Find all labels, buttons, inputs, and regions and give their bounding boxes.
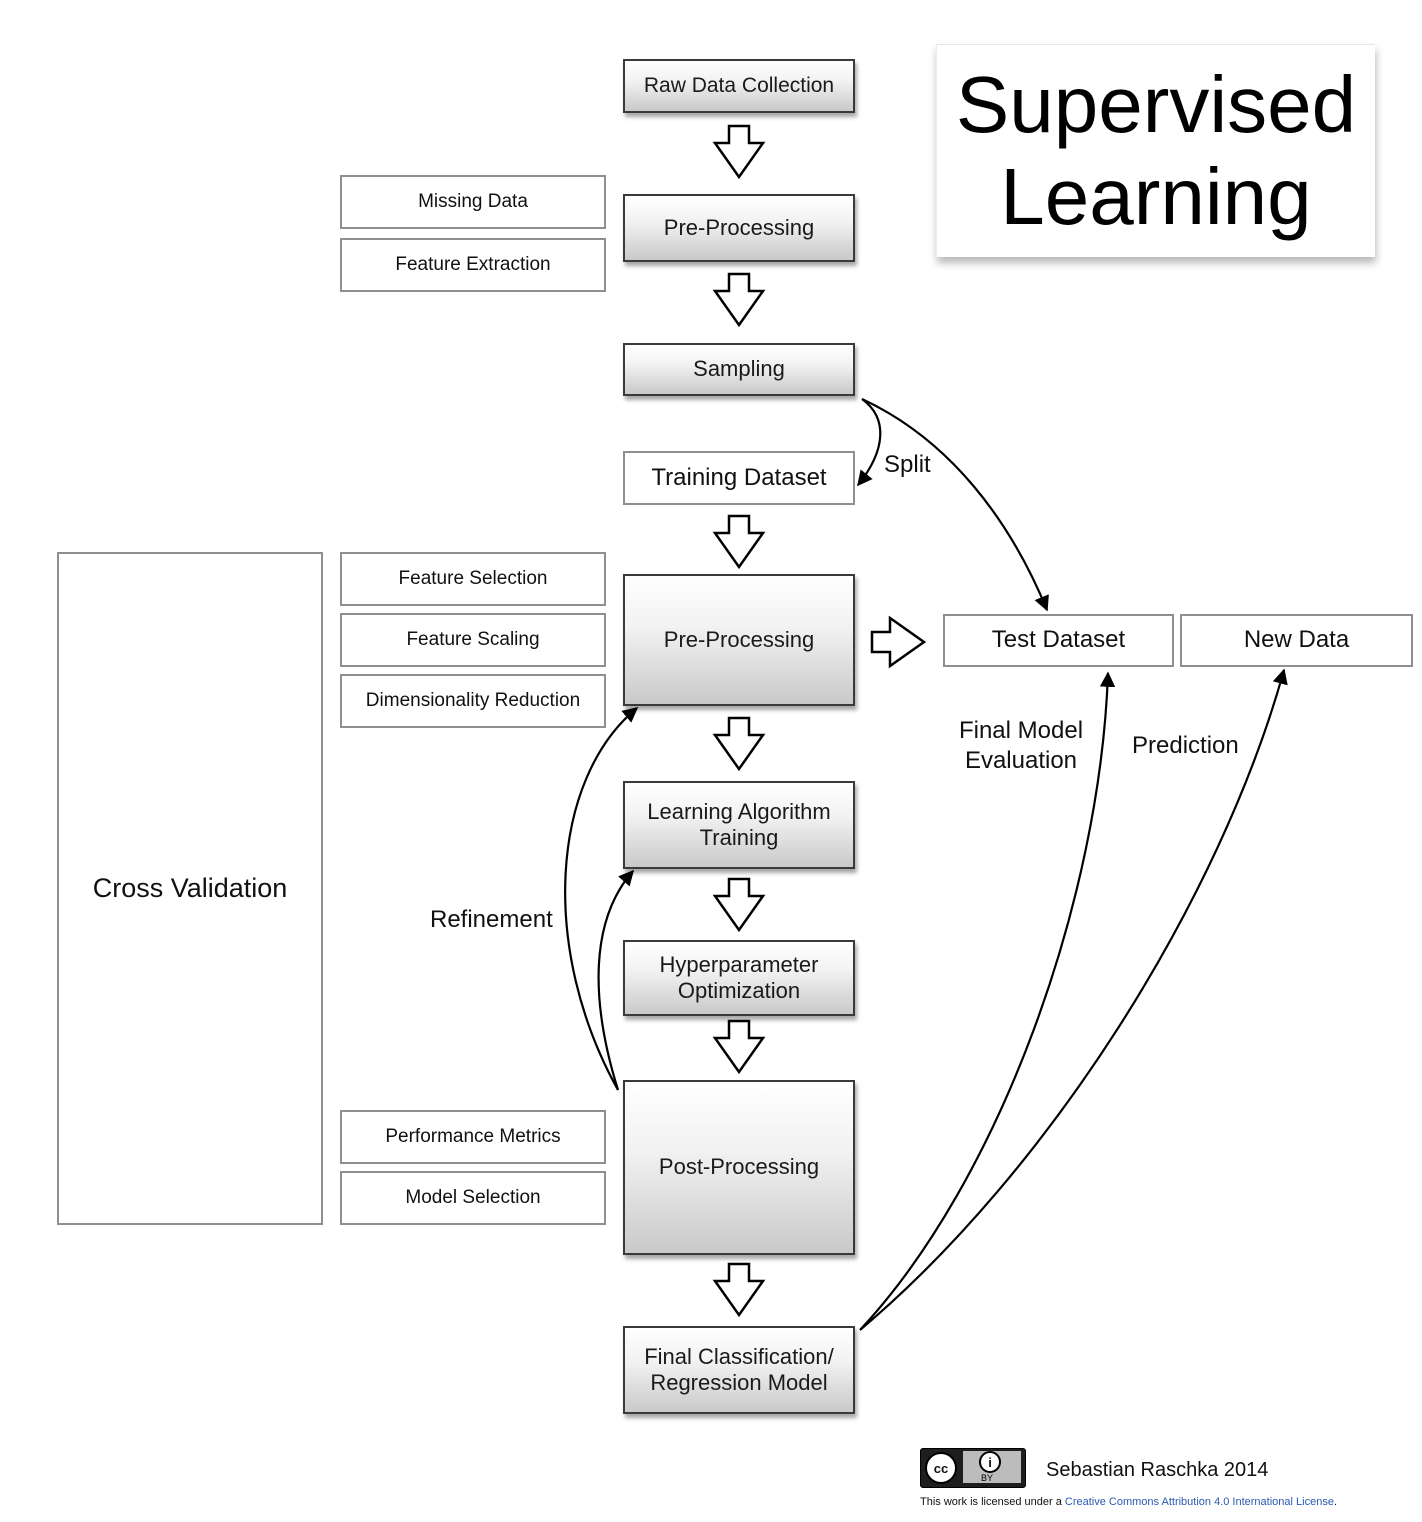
license-notice: This work is licensed under a Creative C… [920, 1496, 1337, 1508]
diagram-title: Supervised Learning [955, 60, 1357, 241]
down-arrow-7 [712, 1262, 766, 1318]
prediction-label: Prediction [1132, 732, 1239, 759]
cc-icon: cc [925, 1452, 957, 1484]
down-arrow-2 [712, 272, 766, 328]
split-label: Split [884, 451, 931, 478]
feature-selection-box: Feature Selection [340, 552, 606, 606]
license-link[interactable]: Creative Commons Attribution 4.0 Interna… [1064, 1496, 1334, 1508]
by-text: BY [981, 1473, 994, 1483]
cross-validation-box: Cross Validation [57, 552, 323, 1225]
prediction-arrow [859, 668, 1288, 1331]
feature-extraction-box: Feature Extraction [340, 238, 606, 292]
final-model-evaluation-label: Final Model Evaluation [958, 717, 1084, 774]
down-arrow-5 [712, 877, 766, 933]
down-arrow-4 [712, 716, 766, 772]
training-dataset-box: Training Dataset [623, 451, 855, 505]
post-processing-box: Post-Processing [623, 1080, 855, 1255]
cc-by-badge: cc i BY [920, 1448, 1026, 1488]
refinement-arrow-inner [597, 869, 635, 1091]
learning-algorithm-training-box: Learning Algorithm Training [623, 781, 855, 869]
hyperparameter-optimization-box: Hyperparameter Optimization [623, 940, 855, 1016]
attribution-icon: i [979, 1451, 1001, 1473]
author-credit: Sebastian Raschka 2014 [1046, 1459, 1269, 1481]
right-arrow [870, 615, 927, 669]
refinement-arrow-outer [564, 707, 639, 1091]
title-card: Supervised Learning [936, 44, 1375, 257]
split-arrow [857, 398, 882, 487]
down-arrow-6 [712, 1019, 766, 1075]
new-data-box: New Data [1180, 614, 1413, 667]
license-suffix: . [1333, 1496, 1338, 1508]
pre-processing-box-2: Pre-Processing [623, 574, 855, 706]
dimensionality-reduction-box: Dimensionality Reduction [340, 674, 606, 728]
raw-data-collection-box: Raw Data Collection [623, 59, 855, 113]
license-prefix: This work is licensed under a [920, 1496, 1065, 1508]
missing-data-box: Missing Data [340, 175, 606, 229]
model-selection-box: Model Selection [340, 1171, 606, 1225]
sampling-box: Sampling [623, 343, 855, 396]
performance-metrics-box: Performance Metrics [340, 1110, 606, 1164]
test-dataset-box: Test Dataset [943, 614, 1174, 667]
final-model-box: Final Classification/ Regression Model [623, 1326, 855, 1414]
feature-scaling-box: Feature Scaling [340, 613, 606, 667]
down-arrow-3 [712, 514, 766, 570]
pre-processing-box-1: Pre-Processing [623, 194, 855, 262]
down-arrow-1 [712, 124, 766, 180]
sampling-to-test-arrow [861, 398, 1049, 612]
refinement-label: Refinement [430, 906, 553, 933]
evaluation-arrow [859, 671, 1116, 1331]
